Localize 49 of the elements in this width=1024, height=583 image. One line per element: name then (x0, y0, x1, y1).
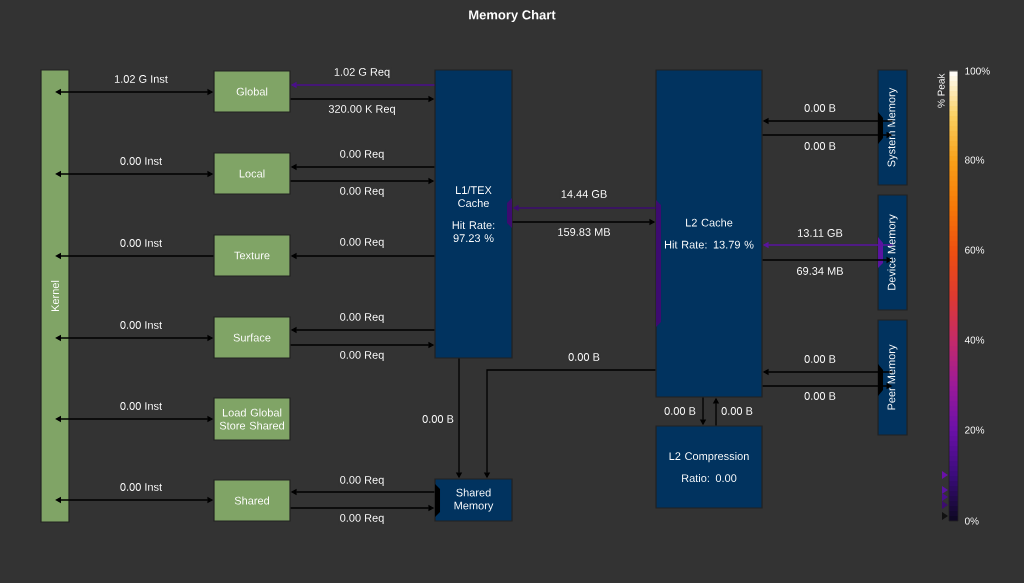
cache-box: L2 Compression Ratio: 0.00 (655, 425, 763, 509)
edge-label: 0.00 B (803, 391, 837, 401)
unit-box: Load Global Store Shared (213, 397, 291, 441)
edge-label: 69.34 MB (795, 266, 845, 276)
axis-title: % Peak (937, 73, 945, 108)
unit-box: Global (213, 70, 291, 113)
edge-label: 0.00 Req (338, 237, 386, 249)
tick-label: 80% (965, 156, 985, 164)
tick-label: 100% (965, 67, 990, 75)
edge-label: 0.00 Inst (118, 482, 164, 492)
edge-label: 0.00 B (421, 414, 455, 424)
memory-box: System Memory (877, 69, 908, 186)
unit-box: Surface (213, 316, 291, 359)
tick-label: 60% (965, 246, 985, 254)
edge-label: 159.83 MB (556, 227, 612, 237)
tick-label: 0% (964, 517, 979, 525)
memory-box: Peer Memory (877, 319, 908, 436)
edge-label: 0.00 B (803, 141, 837, 151)
edge-label: 0.00 Req (338, 475, 386, 487)
edge-label: 0.00 Inst (118, 238, 164, 248)
edge-label: 320.00 K Req (327, 104, 397, 116)
edge-label: 0.00 B (663, 406, 697, 416)
edge-label: 0.00 B (803, 354, 837, 364)
edge-label: 0.00 Req (338, 513, 386, 525)
edge-label: 0.00 Inst (118, 401, 164, 411)
tick-label: 20% (965, 426, 985, 434)
edge-label: 0.00 B (567, 352, 601, 362)
edge-label: 0.00 Req (338, 186, 386, 198)
edge-label: 1.02 G Inst (113, 74, 169, 84)
cache-box: Shared Memory (434, 478, 513, 522)
unit-box: Texture (213, 234, 291, 277)
edge-label: 14.44 GB (559, 189, 609, 199)
kernel-bar: Kernel (40, 69, 70, 523)
tick-label: 40% (964, 336, 985, 344)
edge-label: 0.00 Req (338, 350, 386, 362)
edge-label: 0.00 Inst (118, 320, 164, 330)
edge-label: 0.00 B (803, 103, 837, 113)
edge-label: 1.02 G Req (332, 67, 392, 79)
memory-box: Device Memory (877, 194, 908, 311)
edge-label: 0.00 B (720, 406, 754, 416)
edge-label: 0.00 Inst (118, 156, 164, 166)
cache-box: L2 Cache Hit Rate: 13.79 % (655, 69, 763, 398)
unit-box: Local (213, 152, 291, 195)
cache-box: L1/TEX Cache Hit Rate: 97.23 % (434, 69, 513, 359)
edge-label: 0.00 Req (338, 312, 386, 324)
unit-box: Shared (213, 479, 291, 522)
chart-title: Memory Chart (469, 9, 556, 23)
edge-label: 13.11 GB (796, 228, 844, 238)
edge-label: 0.00 Req (338, 149, 386, 161)
